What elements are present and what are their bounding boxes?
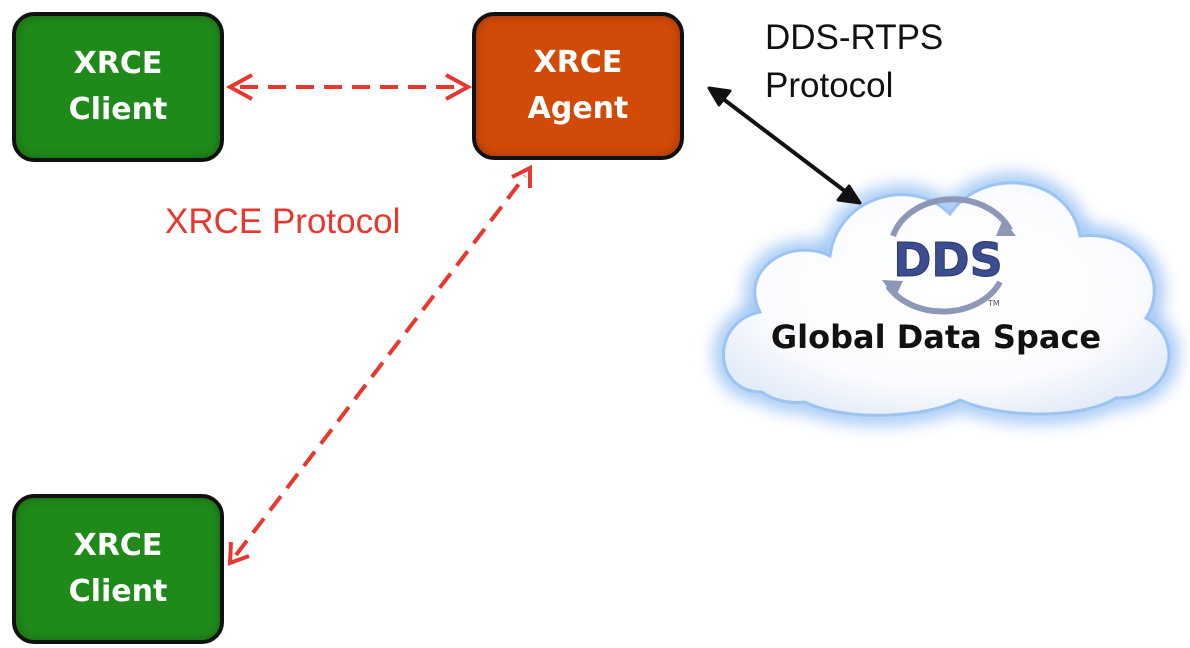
xrce-client-top-node: XRCE Client [12, 12, 224, 162]
node-label-line1: XRCE [533, 45, 623, 80]
dds-logo-icon: DDS TM [882, 196, 1016, 315]
cloud-body [722, 181, 1171, 417]
dds-logo-arc-arrow-bottom [882, 280, 903, 298]
node-label-line2: Client [68, 92, 168, 127]
xrce-link-client-bottom-agent [227, 164, 532, 566]
global-data-space-title: Global Data Space [770, 318, 1102, 356]
dds-trademark: TM [987, 299, 1000, 308]
dds-logo-arc-arrow-top [996, 219, 1016, 236]
arrowhead-down-icon [227, 541, 250, 566]
dds-rtps-protocol-label: DDS-RTPS Protocol [765, 14, 943, 110]
arrowhead-up-left-icon [707, 86, 732, 107]
xrce-link-client-top-agent [225, 73, 473, 101]
dds-logo-text: DDS [893, 233, 1003, 287]
xrce-client-bottom-node: XRCE Client [12, 494, 224, 644]
node-label-line2: Agent [527, 91, 629, 126]
arrowhead-down-right-icon [836, 184, 862, 205]
arrowhead-up-icon [511, 164, 532, 188]
dds-rtps-label-line2: Protocol [765, 66, 894, 105]
cloud-icon [716, 175, 1176, 423]
xrce-protocol-label: XRCE Protocol [165, 202, 401, 241]
node-label-line1: XRCE [73, 528, 163, 563]
node-label-line1: XRCE [73, 46, 163, 81]
dds-rtps-label-line1: DDS-RTPS [765, 18, 944, 57]
arrowhead-right-icon [445, 73, 473, 101]
dds-logo-arc-bottom [885, 280, 1003, 315]
rtps-link-agent-cloud [707, 86, 862, 205]
arrowhead-left-icon [225, 73, 253, 101]
xrce-agent-node: XRCE Agent [472, 12, 684, 160]
node-label-line2: Client [68, 574, 168, 609]
dds-logo-arc-top [890, 196, 1013, 238]
